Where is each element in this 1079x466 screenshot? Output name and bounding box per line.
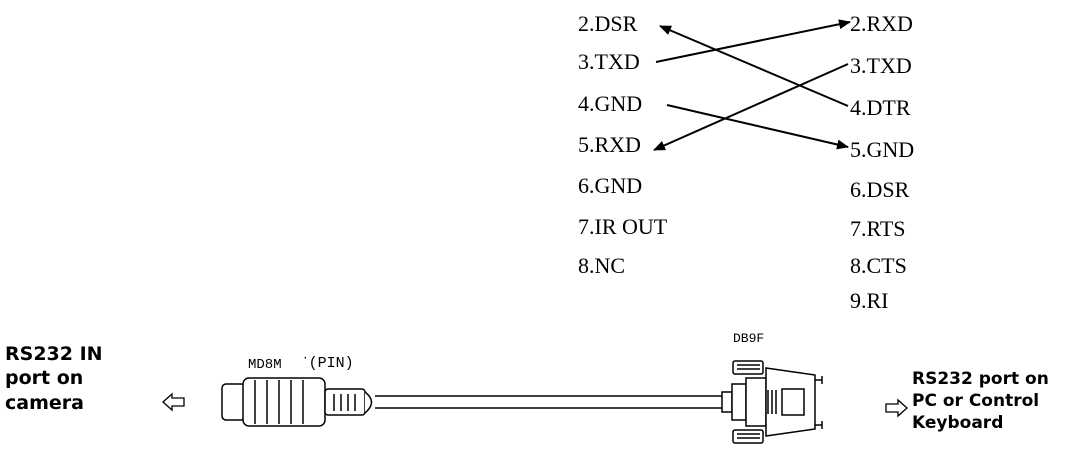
hollow-left-arrow-icon [162,392,185,412]
left-port-label-line: port on [5,367,84,390]
right-port-label-line: Keyboard [912,412,1004,433]
wire-dtr-to-dsr [659,25,849,107]
right-pin-4-dtr: 4.DTR [850,95,911,120]
db9f-label: DB9F [733,331,765,346]
left-pin-7-ir-out: 7.IR OUT [578,214,668,239]
right-pin-6-dsr: 6.DSR [850,177,910,202]
wire-txd-to-rxd [655,19,851,63]
pin-label: ·(PIN) [302,353,354,372]
db9f-connector [721,360,823,444]
right-pin-8-cts: 8.CTS [850,253,907,278]
left-port-label-line: RS232 IN [5,343,103,365]
right-port-label-line: PC or Control [912,390,1040,411]
left-pin-2-dsr: 2.DSR [578,11,638,36]
wire-gnd-to-gnd [666,104,849,150]
left-pin-6-gnd: 6.GND [578,173,643,198]
left-pin-4-gnd: 4.GND [578,91,643,116]
left-pin-3-txd: 3.TXD [578,49,640,74]
right-pin-7-rts: 7.RTS [850,216,906,241]
right-port-label-line: RS232 port on [912,369,1049,389]
left-port-label-line: camera [5,391,84,414]
cable-body [375,395,722,409]
right-port-label: RS232 port on PC or Control Keyboard [912,369,1049,434]
md8m-connector [221,377,373,427]
left-pin-5-rxd: 5.RXD [578,132,641,157]
wire-txd-to-rxd-lower [653,63,849,151]
left-pin-8-nc: 8.NC [578,253,626,278]
right-pin-9-ri: 9.RI [850,288,889,313]
md8m-label: MD8M [248,357,282,373]
right-pin-2-rxd: 2.RXD [850,11,913,36]
right-pin-5-gnd: 5.GND [850,137,915,162]
hollow-right-arrow-icon [885,398,908,418]
left-port-label: RS232 IN port on camera [5,342,103,415]
right-pin-3-txd: 3.TXD [850,53,912,78]
